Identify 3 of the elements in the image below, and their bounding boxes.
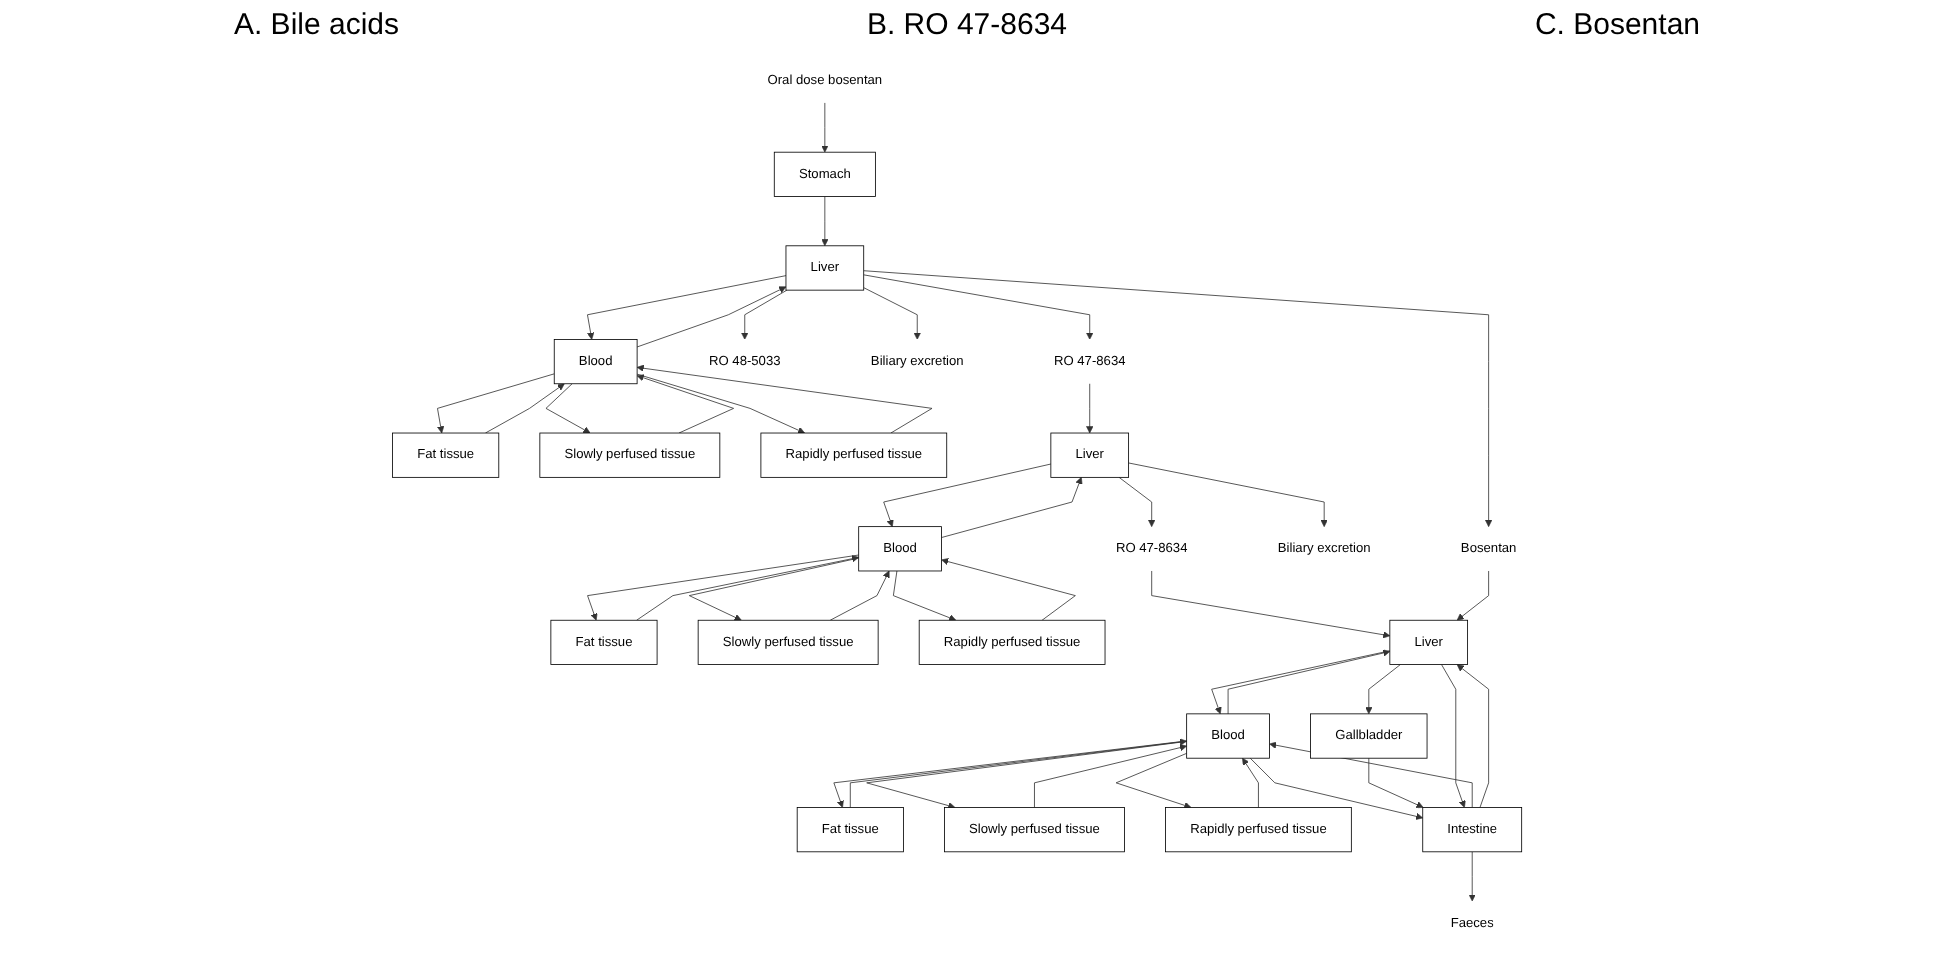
panel-heading: A. Bile acids [233,8,400,46]
panel-heading: C. Bosentan [1534,8,1701,46]
panel-heading: B. RO 47-8634 [866,8,1068,46]
